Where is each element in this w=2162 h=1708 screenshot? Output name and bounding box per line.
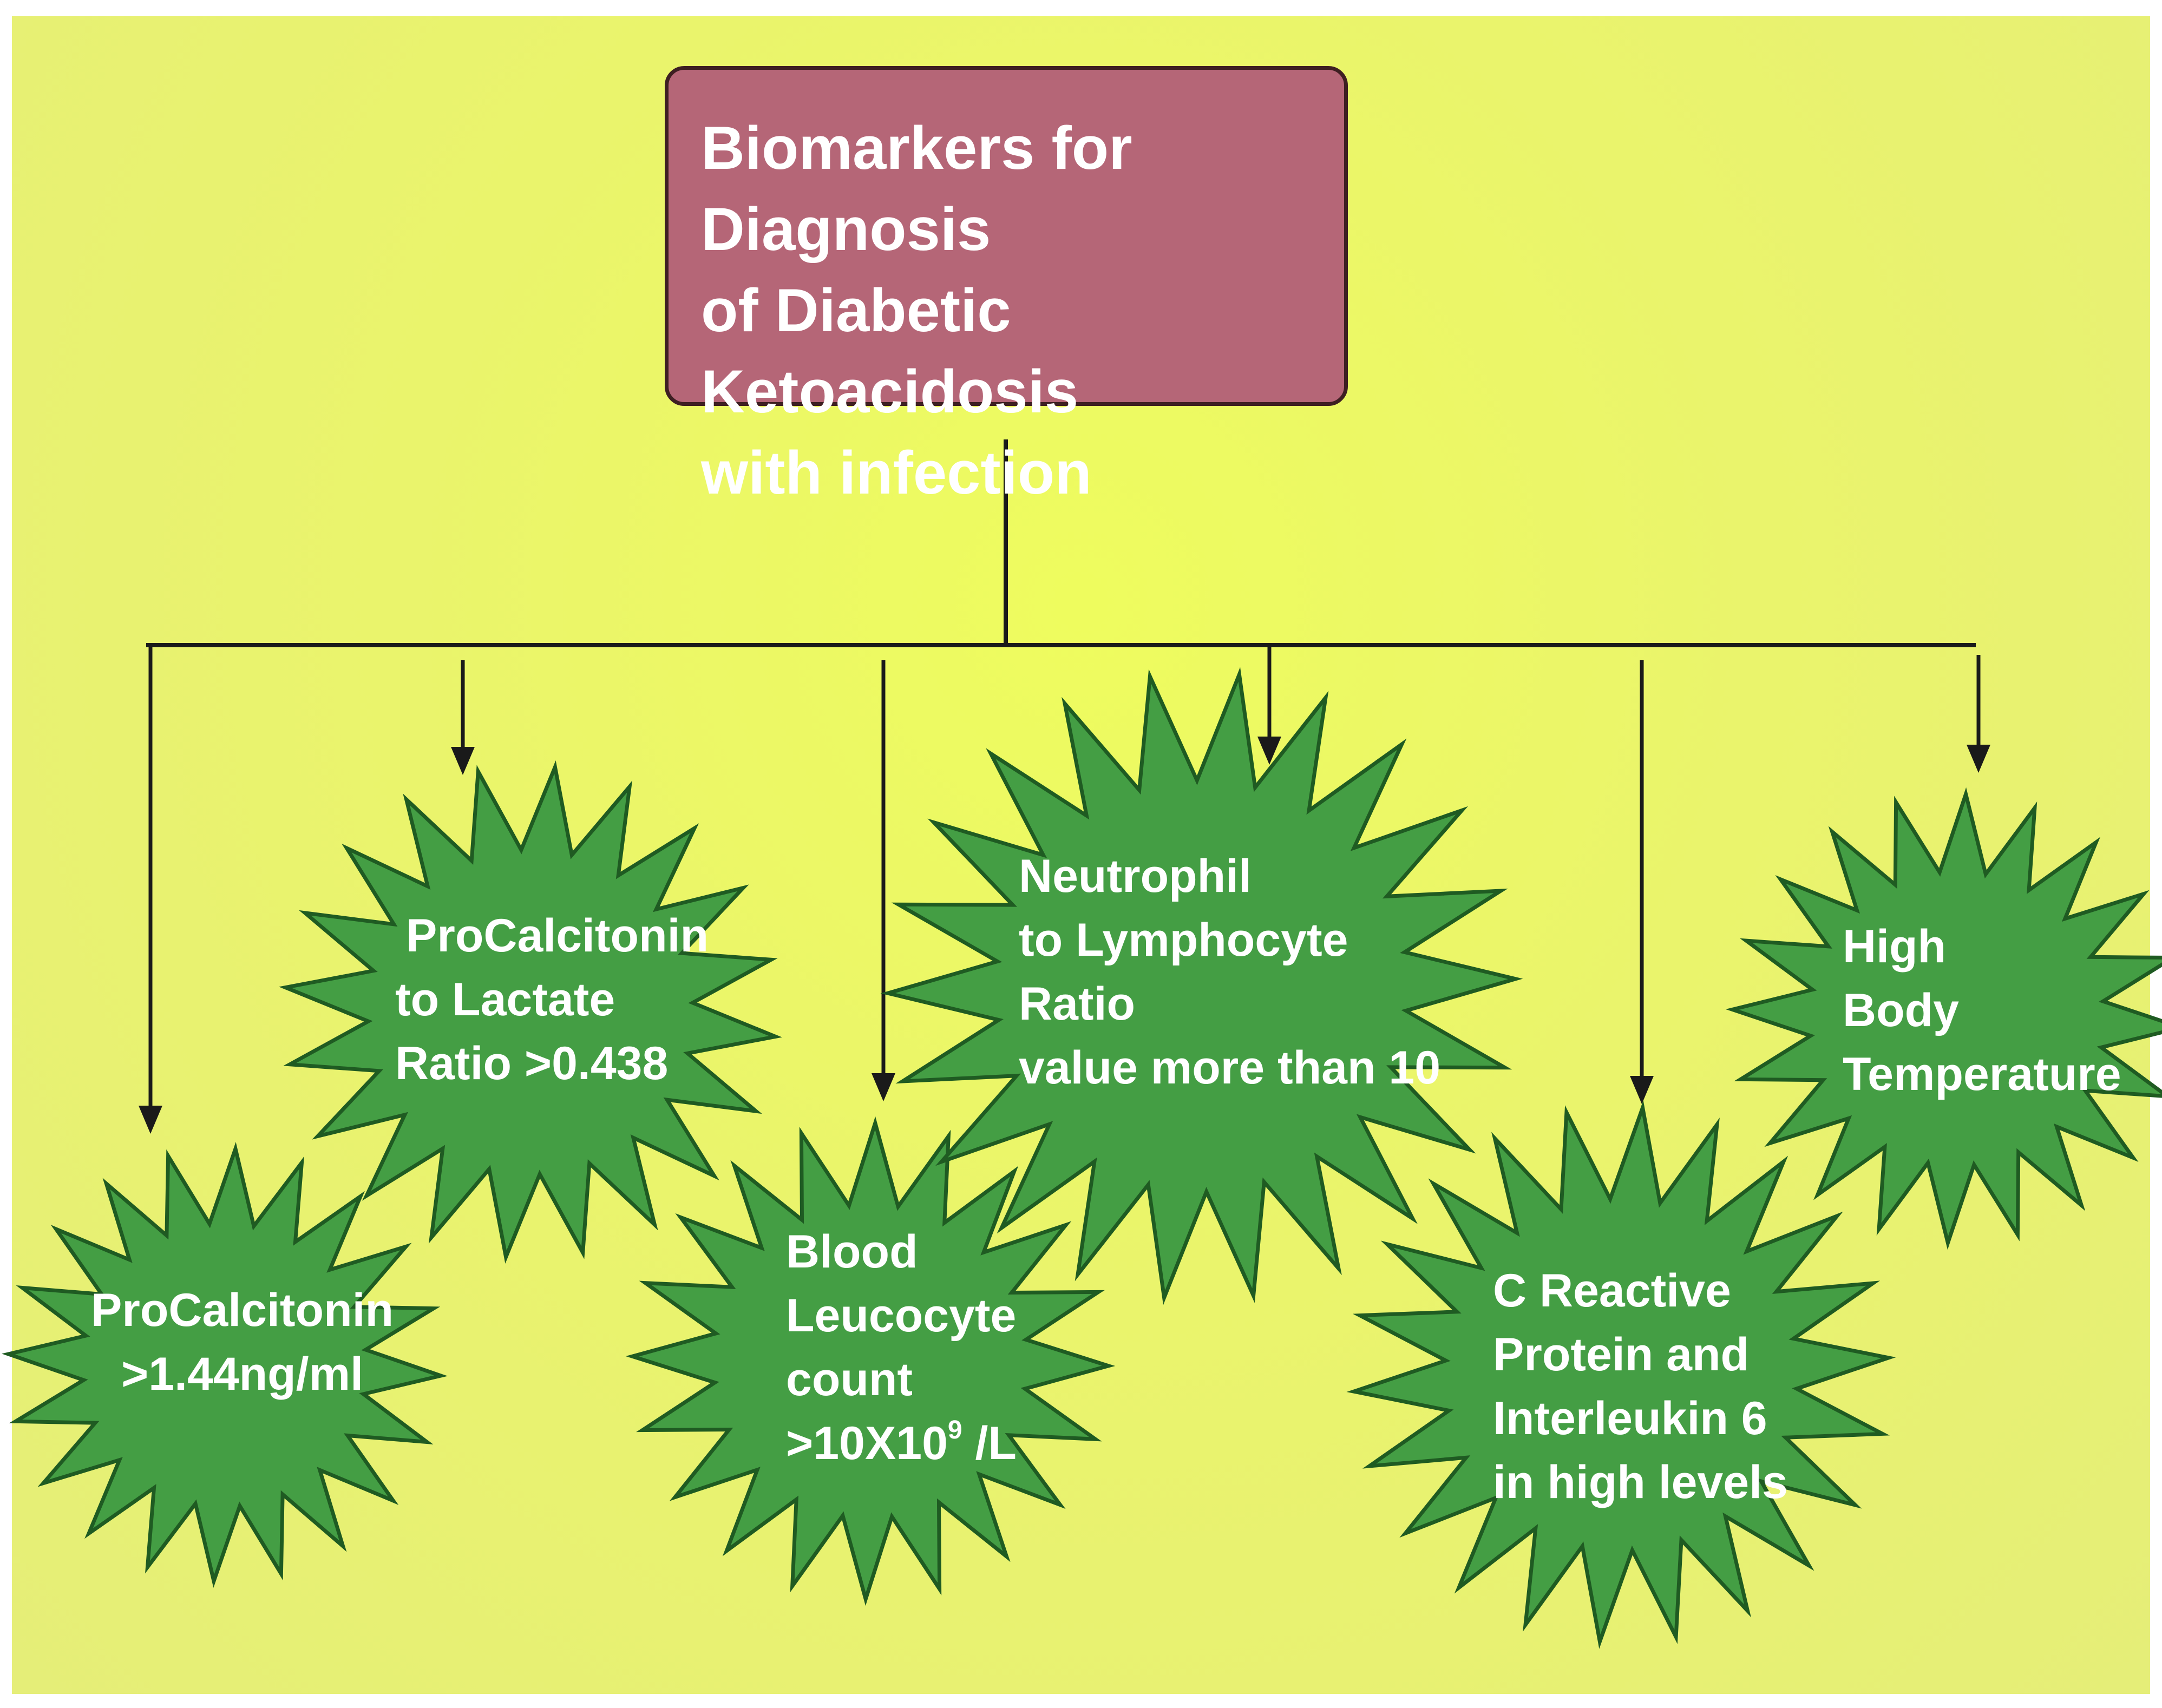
biomarker-text-body-temp: High Body Temperature	[1843, 915, 2121, 1106]
biomarker-line: Neutrophil	[1019, 850, 1252, 902]
biomarker-text-leucocyte: Blood Leucocyte count >10X109 /L	[786, 1220, 1017, 1483]
biomarker-line: Blood	[786, 1226, 918, 1278]
biomarker-line: >10X109 /L	[786, 1411, 1017, 1483]
biomarker-line: Protein and	[1493, 1329, 1750, 1381]
star-leucocyte	[625, 1116, 1116, 1606]
title-line-1: Biomarkers for Diagnosis	[701, 114, 1132, 263]
leucocyte-exponent: 9	[947, 1416, 962, 1444]
star-pct-lactate	[279, 760, 782, 1264]
biomarker-line: >1.44ng/ml	[121, 1348, 363, 1400]
connectors	[146, 439, 1976, 647]
biomarker-line: Ratio	[1019, 978, 1135, 1030]
title-line-2: of Diabetic Ketoacidosis	[701, 277, 1079, 425]
biomarker-line: Leucocyte	[786, 1290, 1017, 1342]
biomarker-line: Temperature	[1843, 1048, 2121, 1100]
biomarker-line: ProCalcitonin	[406, 910, 709, 962]
biomarker-line: value more than 10	[1019, 1042, 1441, 1094]
title-line-3: with infection	[701, 439, 1092, 507]
arrow-crp-il6-head	[1630, 1076, 1654, 1104]
biomarker-line: Interleukin 6	[1493, 1392, 1767, 1444]
arrow-nlr-head	[1257, 737, 1281, 765]
leucocyte-value: >10X10	[786, 1417, 948, 1469]
star-body-temp	[1725, 787, 2162, 1250]
biomarker-text-procalcitonin: ProCalcitonin >1.44ng/ml	[91, 1278, 394, 1406]
biomarker-line: Ratio >0.438	[395, 1037, 669, 1089]
arrows	[139, 645, 1990, 1134]
biomarker-line: in high levels	[1493, 1456, 1788, 1508]
title-box: Biomarkers for Diagnosis of Diabetic Ket…	[665, 66, 1348, 507]
biomarker-text-crp-il6: C Reactive Protein and Interleukin 6 in …	[1493, 1259, 1788, 1514]
biomarker-line: Body	[1843, 984, 1959, 1036]
biomarker-line: to Lymphocyte	[1019, 914, 1348, 966]
biomarker-line: C Reactive	[1493, 1265, 1731, 1317]
biomarker-line: count	[786, 1354, 913, 1405]
biomarker-text-nlr: Neutrophil to Lymphocyte Ratio value mor…	[1019, 844, 1440, 1100]
star-crp-il6	[1346, 1100, 1896, 1649]
biomarker-line: ProCalcitonin	[91, 1284, 394, 1336]
arrow-pct-lactate-head	[451, 747, 475, 775]
star-procalcitonin	[1, 1141, 448, 1588]
arrow-procalcitonin-head	[139, 1106, 162, 1134]
biomarker-line: High	[1843, 921, 1947, 973]
biomarker-text-pct-lactate: ProCalcitonin to Lactate Ratio >0.438	[395, 904, 709, 1095]
leucocyte-unit: /L	[962, 1417, 1017, 1469]
star-nlr	[880, 667, 1523, 1305]
arrow-body-temp-head	[1967, 745, 1990, 773]
biomarker-line: to Lactate	[395, 974, 615, 1026]
stars	[1, 667, 2162, 1649]
arrow-leucocyte-head	[872, 1073, 895, 1101]
